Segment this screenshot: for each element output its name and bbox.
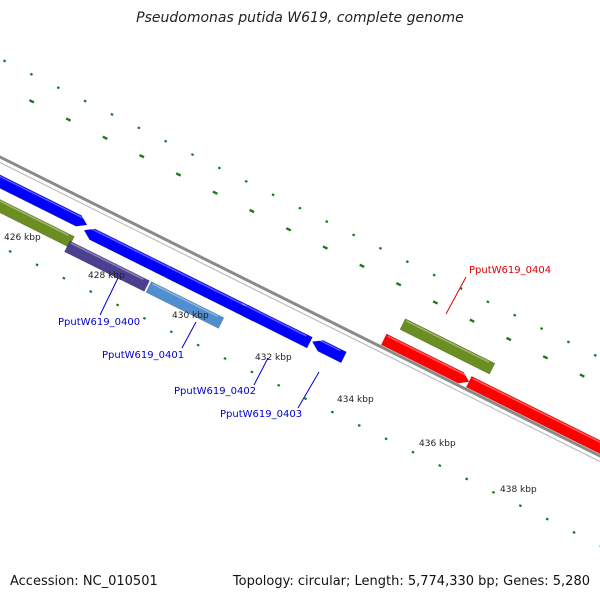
inner-ring-dot [358,425,360,426]
inner-ring-dot [519,505,521,506]
inner-ring-dot [116,304,118,305]
inner-ring-dot [304,398,306,399]
outer-ring-dot [218,167,220,168]
outer-ring-dot [272,194,274,195]
outer-ring-dot [191,154,193,155]
inner-ring-dot [197,345,199,346]
outer-ring-dot [379,248,381,249]
middle-ring-tick [543,356,547,358]
tick-label: 432 kbp [255,353,292,363]
backbone-outer-line [0,144,600,479]
cds-feature-0403b [312,340,346,362]
tick-label: 426 kbp [4,233,41,243]
outer-ring-dot [353,234,355,235]
middle-ring-tick [470,320,474,322]
gene-label-leader [298,372,319,408]
outer-ring-dot [540,328,542,329]
inner-ring-dot [492,492,494,493]
outer-ring-dot [138,127,140,128]
outer-ring-dot [165,141,167,142]
inner-ring-dot [573,532,575,533]
middle-ring-tick [66,118,70,120]
gene-label: PputW619_0400 [58,317,140,328]
outer-ring-dot [57,87,59,88]
genome-summary-text: Topology: circular; Length: 5,774,330 bp… [233,574,590,589]
inner-ring-dot [278,385,280,386]
gene-label-leader [446,277,466,314]
outer-ring-dot [433,274,435,275]
inner-ring-dot [36,264,38,265]
middle-ring-tick [506,338,510,340]
map-title: Pseudomonas putida W619, complete genome [0,10,600,26]
middle-ring-tick [286,228,290,230]
outer-ring-dot [245,181,247,182]
middle-ring-tick [433,301,437,303]
inner-ring-dot [63,278,65,279]
gene-label: PputW619_0401 [102,350,184,361]
inner-ring-dot [331,411,333,412]
outer-ring-dot [487,301,489,302]
gene-label: PputW619_0402 [174,386,256,397]
outer-ring-dot [326,221,328,222]
inner-ring-dot [170,331,172,332]
inner-ring-dot [439,465,441,466]
cds-feature-0403 [238,306,312,348]
middle-ring-tick [140,155,144,157]
middle-ring-tick [396,283,400,285]
outer-ring-dot [111,114,113,115]
tick-label: 428 kbp [88,271,125,281]
inner-ring-dot [412,452,414,453]
outer-ring-dot [3,60,5,61]
outer-ring-dot [514,315,516,316]
inner-ring-dot [466,478,468,479]
tick-label: 436 kbp [419,439,456,449]
outer-ring-dot [84,101,86,102]
inner-ring-dot [90,291,92,292]
gene-label: PputW619_0404 [469,265,551,276]
inner-ring-dot [385,438,387,439]
gene-label-leader [182,322,196,348]
middle-ring-tick [29,100,33,102]
outer-ring-dot [30,74,32,75]
outer-ring-dot [406,261,408,262]
tick-label: 430 kbp [172,311,209,321]
inner-ring-dot [251,371,253,372]
inner-ring-dot [143,318,145,319]
outer-ring-dot [567,341,569,342]
inner-ring-dot [224,358,226,359]
middle-ring-tick [250,210,254,212]
accession-text: Accession: NC_010501 [10,574,158,589]
middle-ring-tick [103,137,107,139]
tick-label: 434 kbp [337,395,374,405]
gene-label-leader [100,278,118,315]
inner-ring-dot [9,251,11,252]
inner-ring-dot [546,519,548,520]
middle-ring-tick [323,246,327,248]
middle-ring-tick [360,265,364,267]
middle-ring-tick [213,192,217,194]
cds-feature-0405 [466,376,600,485]
middle-ring-tick [176,173,180,175]
outer-ring-dot [594,355,596,356]
tick-label: 438 kbp [500,485,537,495]
backbone-inner-line [0,148,600,483]
middle-ring-tick [580,374,584,376]
outer-ring-dot [299,208,301,209]
gene-label: PputW619_0403 [220,409,302,420]
